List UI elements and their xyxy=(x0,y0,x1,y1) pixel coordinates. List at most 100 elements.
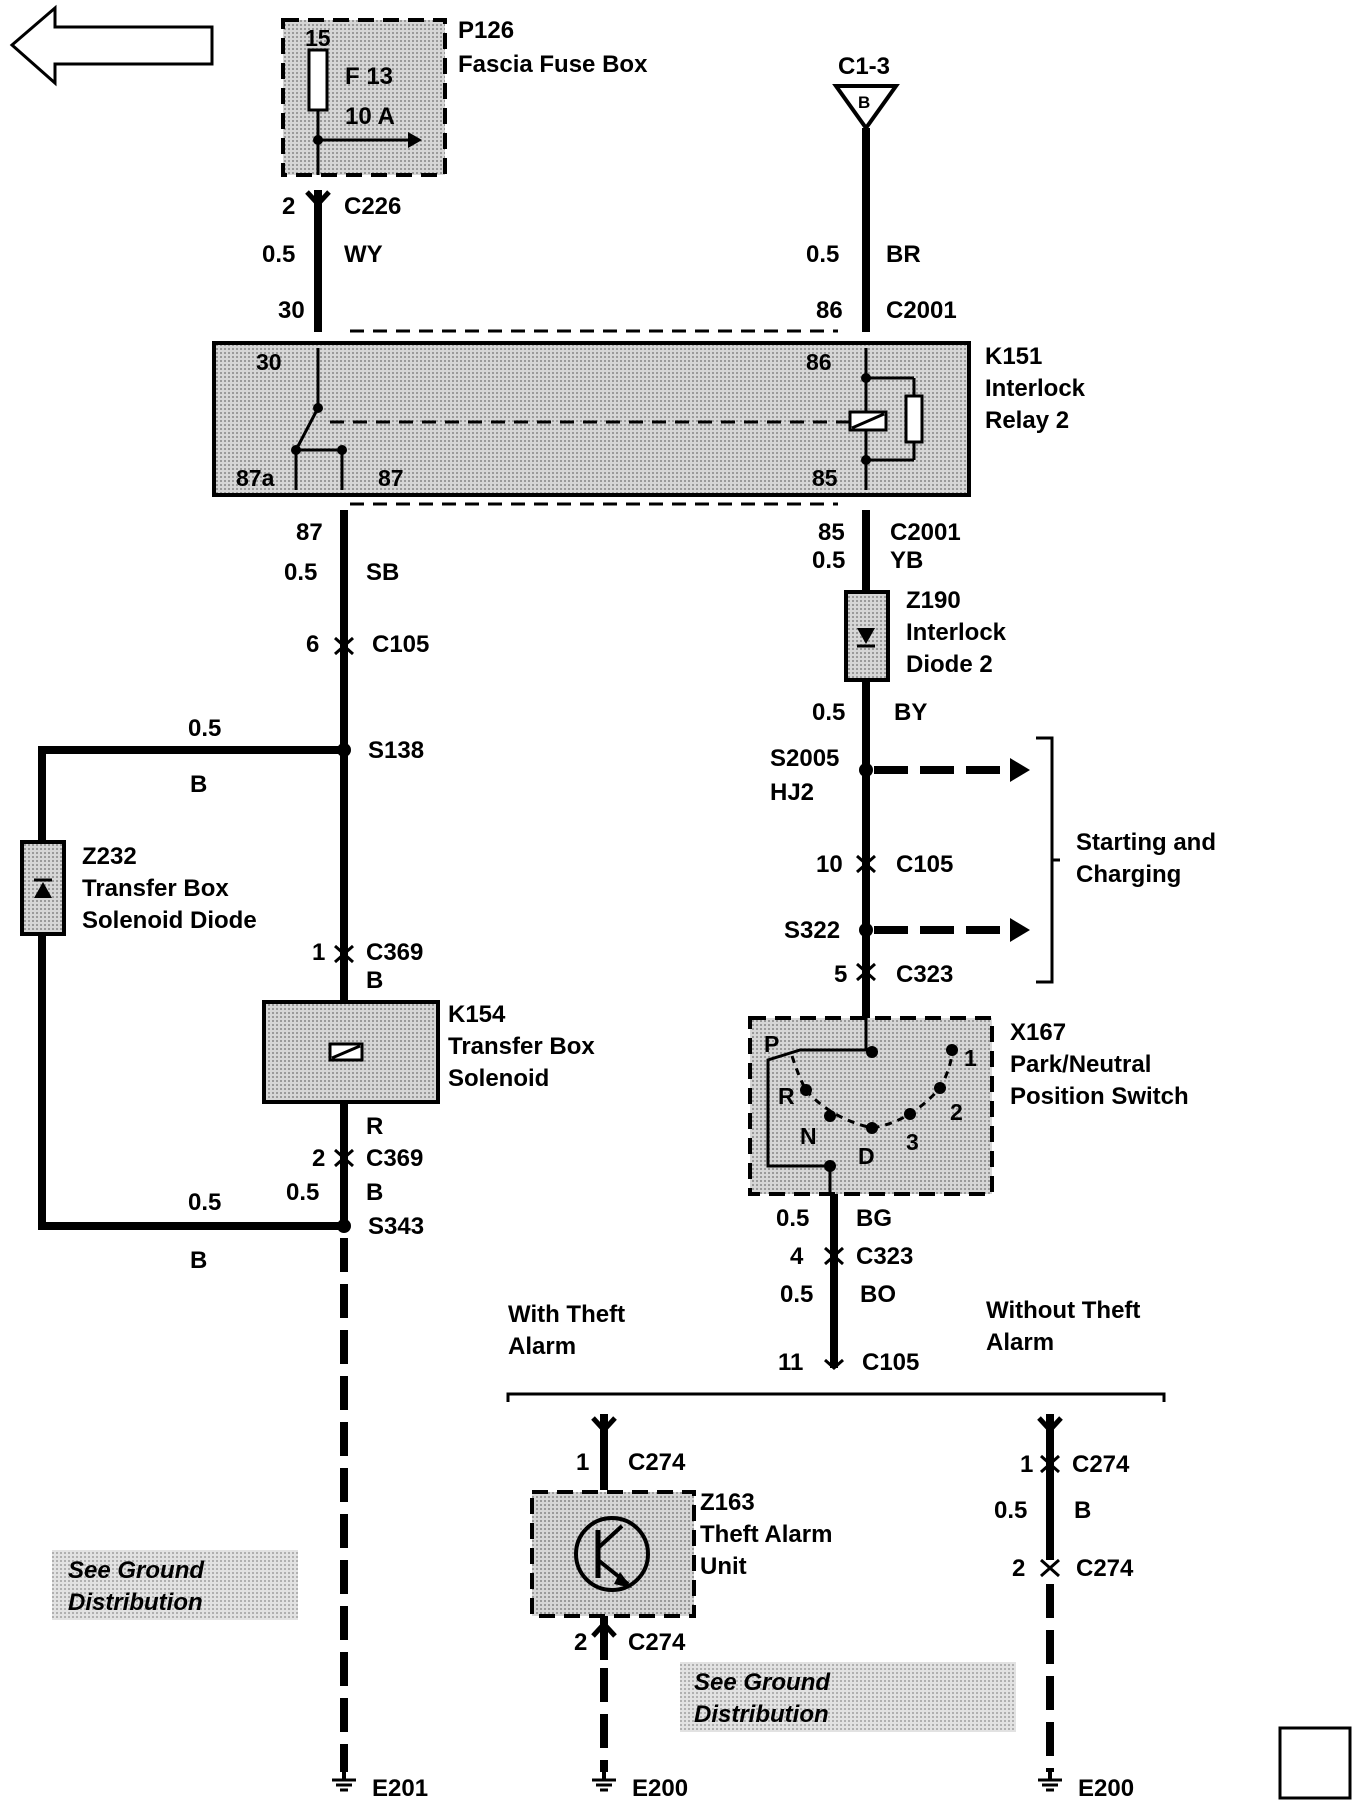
k151-pin86: 86 xyxy=(806,349,832,375)
c1-3-triangle xyxy=(832,84,900,132)
wire-sb-color: SB xyxy=(366,559,399,586)
c105-6-pin: 6 xyxy=(306,631,319,658)
wire-yb-size: 0.5 xyxy=(812,547,845,574)
wire-30-pin: 30 xyxy=(278,297,305,324)
wire-br-size: 0.5 xyxy=(806,241,839,268)
fuse-pin: 15 xyxy=(305,25,331,51)
without-theft-line2: Alarm xyxy=(986,1329,1054,1356)
c105-11-pin: 11 xyxy=(778,1349,803,1376)
without-theft-line1: Without Theft xyxy=(986,1297,1140,1324)
k151-id: K151 xyxy=(985,343,1042,370)
s343-wire-color: B xyxy=(190,1247,207,1274)
ground-note-left xyxy=(52,1550,298,1620)
z232-line2: Solenoid Diode xyxy=(82,907,257,934)
c274-left-2-label: C274 xyxy=(628,1629,686,1656)
with-theft-line2: Alarm xyxy=(508,1333,576,1360)
c274-left-2-pin: 2 xyxy=(574,1629,587,1656)
with-theft-line1: With Theft xyxy=(508,1301,625,1328)
s343-label: S343 xyxy=(368,1213,424,1240)
e201-label: E201 xyxy=(372,1775,428,1802)
k151-pin87a: 87a xyxy=(236,465,275,491)
wire-wy-size: 0.5 xyxy=(262,241,295,268)
c105-6-label: C105 xyxy=(372,631,429,658)
ground-note-mid-line2: Distribution xyxy=(694,1701,829,1728)
s2005-sub: HJ2 xyxy=(770,779,814,806)
c369-1-label: C369 xyxy=(366,939,423,966)
theft-right-wire-size: 0.5 xyxy=(994,1497,1027,1524)
z190-line2: Diode 2 xyxy=(906,651,993,678)
c226-pin: 2 xyxy=(282,193,295,220)
fuse-number: F 13 xyxy=(345,63,393,90)
k151-relay-box xyxy=(212,341,971,497)
starting-line1: Starting and xyxy=(1076,829,1216,856)
c274-left-1-label: C274 xyxy=(628,1449,686,1476)
theft-right-wire-color: B xyxy=(1074,1497,1091,1524)
x167-id: X167 xyxy=(1010,1019,1066,1046)
relay-coil-icon xyxy=(291,348,924,490)
c105-11-label: C105 xyxy=(862,1349,919,1376)
wire-bg-color: BG xyxy=(856,1205,892,1232)
c2001-bottom-label: C2001 xyxy=(890,519,961,546)
c226-label: C226 xyxy=(344,193,401,220)
x167-n: N xyxy=(800,1123,817,1149)
x167-d: D xyxy=(858,1143,875,1169)
e200-mid-label: E200 xyxy=(632,1775,688,1802)
wire-86-pin: 86 xyxy=(816,297,843,324)
z232-line1: Transfer Box xyxy=(82,875,229,902)
k154-line2: Solenoid xyxy=(448,1065,549,1092)
k154-line1: Transfer Box xyxy=(448,1033,595,1060)
starting-bracket xyxy=(1036,736,1054,984)
k151-pin30: 30 xyxy=(256,349,282,375)
z163-line2: Unit xyxy=(700,1553,747,1580)
wire-bo-size: 0.5 xyxy=(780,1281,813,1308)
wire-br-color: BR xyxy=(886,241,921,268)
wire-yb-color: YB xyxy=(890,547,923,574)
c1-3-letter: B xyxy=(858,93,870,112)
c274-right-2-label: C274 xyxy=(1076,1555,1134,1582)
diode-icon xyxy=(857,628,875,648)
k154-id: K154 xyxy=(448,1001,506,1028)
z163-unit-box xyxy=(530,1490,696,1618)
wire-87-pin: 87 xyxy=(296,519,323,546)
blank-square-icon[interactable] xyxy=(1278,1726,1352,1800)
c369-1-color: B xyxy=(366,967,383,994)
c274-left-1-pin: 1 xyxy=(576,1449,589,1476)
ground-note-left-line1: See Ground xyxy=(68,1557,205,1584)
c323-4-label: C323 xyxy=(856,1243,913,1270)
k151-line1: Interlock xyxy=(985,375,1086,402)
wire-b-color: B xyxy=(366,1179,383,1206)
option-bracket xyxy=(506,1392,1166,1402)
k151-pin87: 87 xyxy=(378,465,404,491)
fuse-rating: 10 A xyxy=(345,103,395,130)
c323-5-pin: 5 xyxy=(834,961,847,988)
x167-line2: Position Switch xyxy=(1010,1083,1189,1110)
s343-wire-size: 0.5 xyxy=(188,1189,221,1216)
fuse-icon xyxy=(307,48,329,112)
x167-2: 2 xyxy=(950,1099,963,1125)
z163-line1: Theft Alarm xyxy=(700,1521,832,1548)
ground-icon xyxy=(330,1766,358,1792)
ground-note-mid xyxy=(680,1662,1016,1732)
s138-wire-size: 0.5 xyxy=(188,715,221,742)
diode-icon xyxy=(34,878,52,898)
c105-10-label: C105 xyxy=(896,851,953,878)
wire-b-size: 0.5 xyxy=(286,1179,319,1206)
wire-by-size: 0.5 xyxy=(812,699,845,726)
k151-line2: Relay 2 xyxy=(985,407,1069,434)
k151-pin85: 85 xyxy=(812,465,838,491)
z163-id: Z163 xyxy=(700,1489,755,1516)
s322-label: S322 xyxy=(784,917,840,944)
c369-1-pin: 1 xyxy=(312,939,325,966)
switch-contacts xyxy=(766,1018,958,1194)
left-arrow-icon[interactable] xyxy=(9,4,214,87)
c274-right-1-pin: 1 xyxy=(1020,1451,1033,1478)
c2001-top-label: C2001 xyxy=(886,297,957,324)
fuse-box-name: Fascia Fuse Box xyxy=(458,51,648,78)
x167-3: 3 xyxy=(906,1129,919,1155)
ground-icon xyxy=(1036,1766,1064,1792)
c274-right-2-pin: 2 xyxy=(1012,1555,1025,1582)
c369-2-pin: 2 xyxy=(312,1145,325,1172)
ground-note-mid-line1: See Ground xyxy=(694,1669,831,1696)
wire-bg-size: 0.5 xyxy=(776,1205,809,1232)
